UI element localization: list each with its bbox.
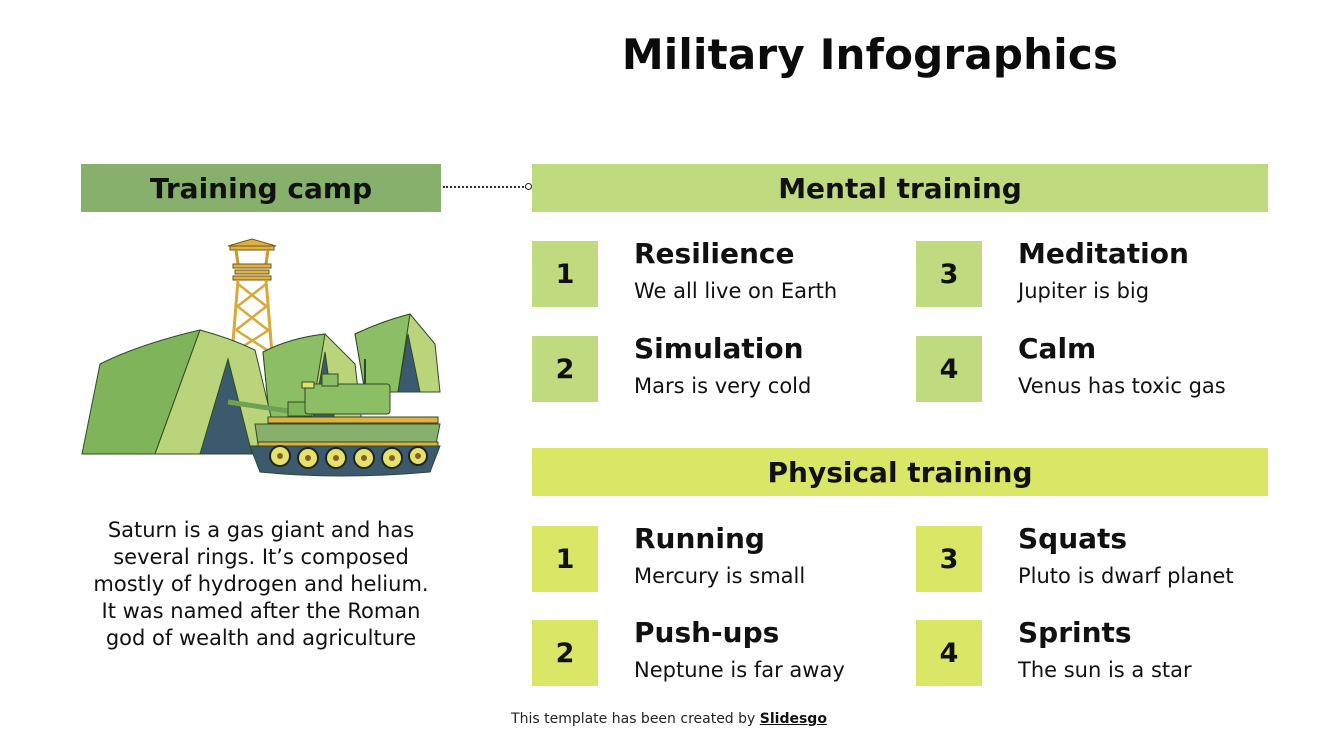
- item-description: We all live on Earth: [634, 279, 838, 303]
- number-badge: 3: [916, 241, 982, 307]
- mental-item-2: 2 Simulation Mars is very cold: [532, 332, 892, 402]
- item-title: Resilience: [634, 237, 795, 270]
- mental-item-3: 3 Meditation Jupiter is big: [916, 237, 1276, 307]
- tank-icon: [227, 359, 441, 477]
- number-badge: 4: [916, 336, 982, 402]
- item-description: Jupiter is big: [1018, 279, 1150, 303]
- training-camp-header: Training camp: [81, 164, 441, 212]
- physical-item-2: 2 Push-ups Neptune is far away: [532, 616, 892, 686]
- item-title: Meditation: [1018, 237, 1189, 270]
- item-description: The sun is a star: [1018, 658, 1192, 682]
- item-description: Mercury is small: [634, 564, 806, 588]
- slidesgo-link[interactable]: Slidesgo: [759, 711, 827, 727]
- page-title: Military Infographics: [621, 30, 1119, 79]
- physical-item-3: 3 Squats Pluto is dwarf planet: [916, 522, 1276, 592]
- footer-text: This template has been created by: [511, 711, 760, 727]
- physical-item-4: 4 Sprints The sun is a star: [916, 616, 1276, 686]
- item-description: Venus has toxic gas: [1018, 374, 1226, 398]
- item-description: Pluto is dwarf planet: [1018, 564, 1234, 588]
- number-badge: 4: [916, 620, 982, 686]
- number-badge: 1: [532, 526, 598, 592]
- training-camp-illustration: [81, 238, 441, 477]
- item-title: Squats: [1018, 522, 1128, 555]
- item-description: Neptune is far away: [634, 658, 845, 682]
- number-badge: 3: [916, 526, 982, 592]
- number-badge: 1: [532, 241, 598, 307]
- connector-endpoint-dot: [525, 183, 532, 190]
- physical-training-header: Physical training: [532, 448, 1268, 496]
- watchtower-icon: [227, 238, 277, 355]
- item-title: Sprints: [1018, 616, 1132, 649]
- number-badge: 2: [532, 620, 598, 686]
- mental-item-1: 1 Resilience We all live on Earth: [532, 237, 892, 307]
- item-description: Mars is very cold: [634, 374, 812, 398]
- item-title: Calm: [1018, 332, 1097, 365]
- item-title: Push-ups: [634, 616, 780, 649]
- physical-item-1: 1 Running Mercury is small: [532, 522, 892, 592]
- item-title: Running: [634, 522, 765, 555]
- camp-description: Saturn is a gas giant and has several ri…: [93, 518, 429, 650]
- number-badge: 2: [532, 336, 598, 402]
- item-title: Simulation: [634, 332, 804, 365]
- dotted-connector: [443, 186, 527, 188]
- footer-credit: This template has been created by Slides…: [0, 711, 1338, 727]
- mental-training-header: Mental training: [532, 164, 1268, 212]
- large-tent-icon: [81, 329, 281, 455]
- mental-item-4: 4 Calm Venus has toxic gas: [916, 332, 1276, 402]
